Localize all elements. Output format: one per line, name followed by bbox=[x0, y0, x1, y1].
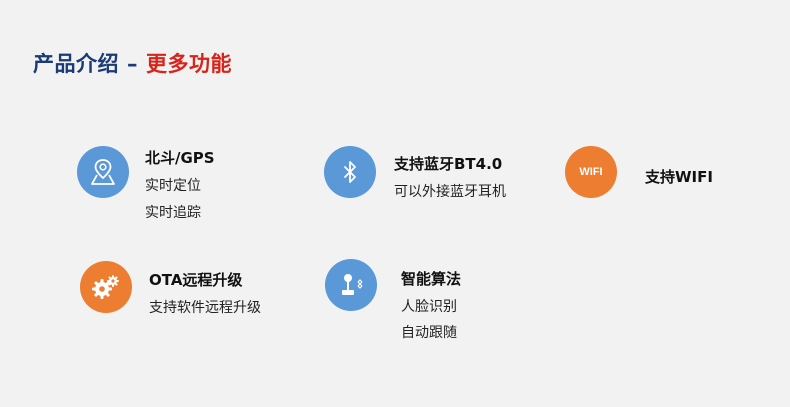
title-dash: – bbox=[127, 52, 138, 76]
feature-title: 支持蓝牙BT4.0 bbox=[394, 155, 503, 173]
page-title: 产品介绍–更多功能 bbox=[33, 48, 232, 78]
joystick-icon bbox=[325, 259, 377, 311]
bluetooth-icon bbox=[324, 146, 376, 198]
feature-title: 支持WIFI bbox=[645, 168, 713, 186]
feature-line: 支持软件远程升级 bbox=[149, 300, 261, 316]
feature-line: 自动跟随 bbox=[401, 325, 457, 341]
feature-line: 实时追踪 bbox=[145, 205, 201, 221]
title-part-2: 更多功能 bbox=[146, 52, 232, 76]
feature-ota: OTA远程升级 支持软件远程升级 bbox=[80, 261, 300, 316]
feature-line: 人脸识别 bbox=[401, 299, 457, 315]
feature-wifi: WIFI 支持WIFI bbox=[565, 146, 735, 201]
feature-line: 可以外接蓝牙耳机 bbox=[394, 184, 506, 200]
gears-icon bbox=[80, 261, 132, 313]
feature-bluetooth: 支持蓝牙BT4.0 可以外接蓝牙耳机 bbox=[324, 146, 544, 206]
title-part-1: 产品介绍 bbox=[33, 52, 119, 76]
wifi-icon-label: WIFI bbox=[579, 166, 603, 178]
wifi-icon: WIFI bbox=[565, 146, 617, 198]
feature-line: 实时定位 bbox=[145, 178, 201, 194]
feature-gps: 北斗/GPS 实时定位 实时追踪 bbox=[77, 146, 277, 226]
feature-title: 北斗/GPS bbox=[145, 149, 215, 167]
feature-title: 智能算法 bbox=[401, 270, 462, 288]
feature-title: OTA远程升级 bbox=[149, 271, 243, 289]
map-location-icon bbox=[77, 146, 129, 198]
feature-smart-algorithm: 智能算法 人脸识别 自动跟随 bbox=[325, 259, 505, 344]
